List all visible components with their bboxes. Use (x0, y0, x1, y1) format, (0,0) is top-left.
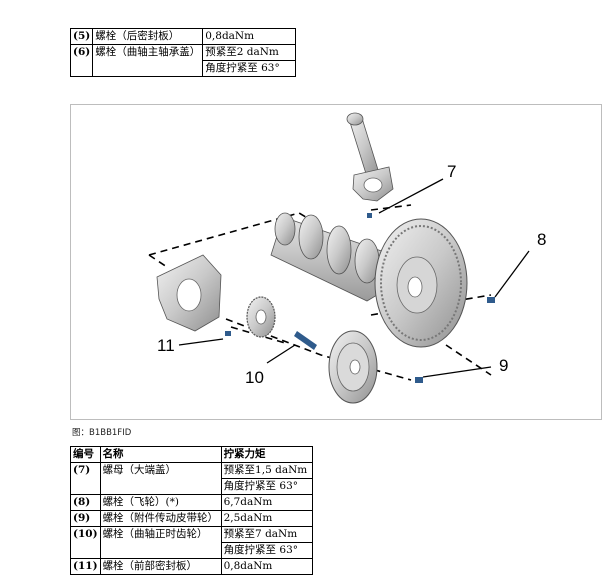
front-seal-plate (156, 254, 231, 336)
callout-7: 7 (447, 162, 456, 181)
row-number: (5) (69, 28, 94, 45)
part-name: 螺母（大端盖） (99, 462, 222, 495)
table-row: (9) 螺栓（附件传动皮带轮） 2,5daNm (70, 510, 313, 527)
table-row: 角度拧紧至 63° (71, 60, 297, 77)
crankshaft-assembly-diagram: 7 8 9 10 11 (148, 112, 546, 404)
torque-table-top: (5) 螺栓（后密封板） 0,8daNm (6) 螺栓（曲轴主轴承盖） 预紧至2… (69, 28, 297, 77)
torque-value: 6,7daNm (220, 494, 313, 511)
part-name: 螺栓（附件传动皮带轮） (99, 510, 222, 527)
table-row: 角度拧紧至 63° (71, 542, 313, 559)
callout-9: 9 (499, 356, 508, 375)
table-row: (8) 螺栓（飞轮）(*) 6,7daNm (70, 494, 313, 511)
callout-leader-lines (178, 178, 530, 378)
table-row: (5) 螺栓（后密封板） 0,8daNm (69, 28, 297, 45)
callout-8: 8 (537, 230, 546, 249)
part-name: 螺栓（后密封板） (92, 28, 204, 45)
table-row: (11) 螺栓（前部密封板） 0,8daNm (70, 558, 313, 575)
timing-gear-bolt (294, 331, 317, 350)
torque-value: 预紧至2 daNm (202, 44, 297, 61)
flywheel-bolt (487, 297, 495, 303)
torque-value: 角度拧紧至 63° (220, 478, 313, 495)
torque-value: 0,8daNm (220, 558, 313, 575)
torque-value: 0,8daNm (202, 28, 297, 45)
callout-11: 11 (157, 336, 175, 355)
part-name: 螺栓（前部密封板） (99, 558, 222, 575)
callout-10: 10 (245, 368, 264, 387)
row-number: (9) (70, 510, 101, 527)
part-name: 螺栓（飞轮）(*) (99, 494, 222, 511)
flywheel (374, 218, 468, 348)
row-number: (10) (70, 526, 101, 559)
exploded-view-figure: 7 8 9 10 11 (70, 104, 602, 420)
header-name: 名称 (99, 446, 222, 463)
row-number: (11) (70, 558, 101, 575)
torque-value: 预紧至1,5 daNm (220, 462, 313, 479)
crankshaft-timing-gear (246, 296, 276, 338)
header-number: 编号 (70, 446, 101, 463)
table-row: (7) 螺母（大端盖） 预紧至1,5 daNm (70, 462, 313, 495)
accessory-belt-pulley (328, 330, 378, 404)
table-header-row: 编号 名称 拧紧力矩 (70, 446, 313, 463)
row-number: (7) (70, 462, 101, 495)
table-row: (10) 螺栓（曲轴正时齿轮） 预紧至7 daNm (70, 526, 313, 559)
row-number: (8) (70, 494, 101, 511)
torque-value: 角度拧紧至 63° (220, 542, 313, 559)
table-row: (6) 螺栓（曲轴主轴承盖） 预紧至2 daNm (69, 44, 297, 77)
row-number: (6) (69, 44, 94, 77)
torque-value: 预紧至7 daNm (220, 526, 313, 543)
figure-caption: 图：B1BB1FID (72, 428, 132, 438)
part-name: 螺栓（曲轴主轴承盖） (92, 44, 204, 77)
connecting-rod (346, 112, 394, 218)
pulley-bolt (415, 377, 423, 383)
torque-value: 2,5daNm (220, 510, 313, 527)
torque-value: 角度拧紧至 63° (202, 60, 297, 77)
torque-table-bottom: 编号 名称 拧紧力矩 (7) 螺母（大端盖） 预紧至1,5 daNm 角度拧紧至… (70, 446, 313, 575)
part-name: 螺栓（曲轴正时齿轮） (99, 526, 222, 559)
table-row: 角度拧紧至 63° (71, 478, 313, 495)
header-torque: 拧紧力矩 (220, 446, 313, 463)
